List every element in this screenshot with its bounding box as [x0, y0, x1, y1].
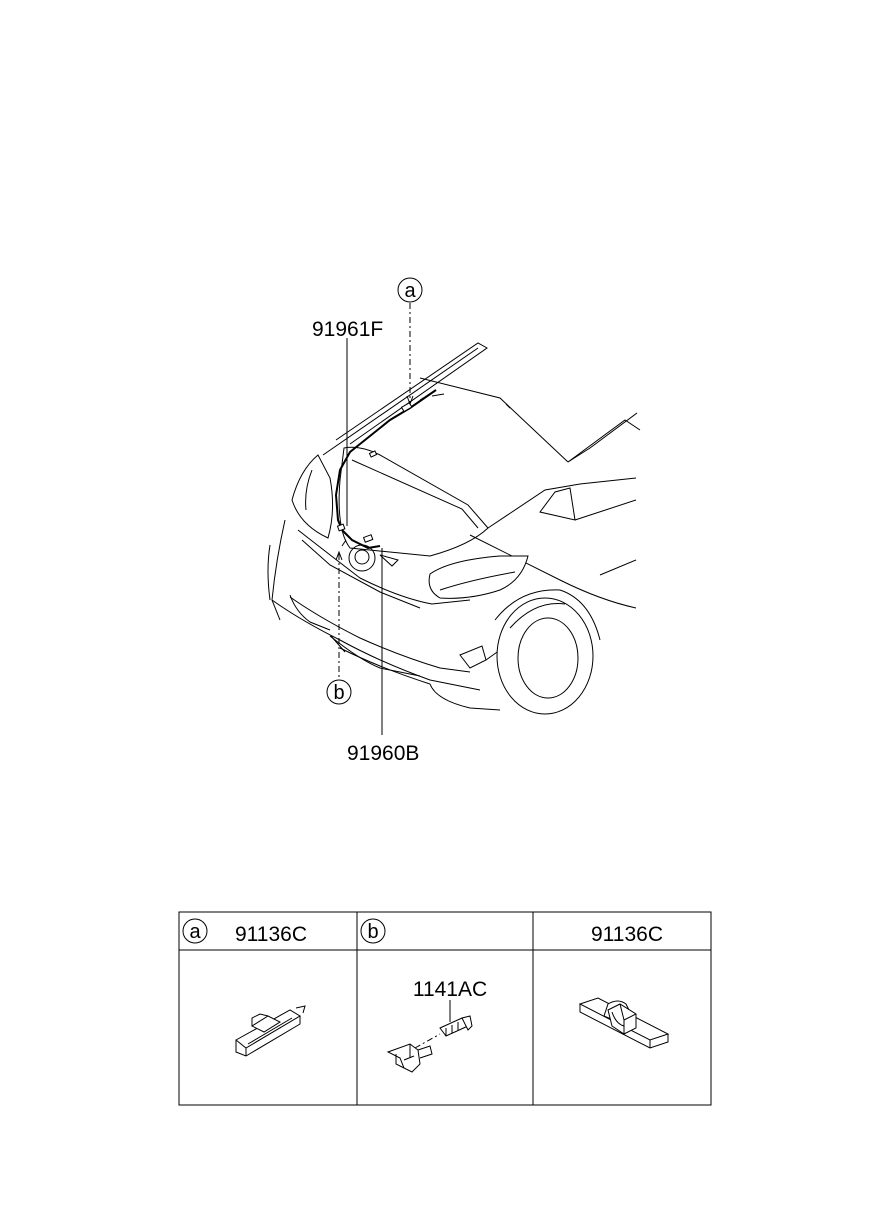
wiring-harness: [334, 389, 445, 550]
part-label-91960B: 91960B: [347, 742, 419, 765]
part-label-91961F: 91961F: [312, 318, 383, 341]
callout-a-letter: a: [404, 280, 416, 302]
table-header-col-3: 91136C: [591, 923, 663, 946]
arrow-callout-a: [406, 395, 414, 406]
table-header-col-1: a 91136C: [182, 918, 307, 946]
bolt-bracket-drawing: 1141AC: [386, 978, 487, 1073]
header-part-91136C-c: 91136C: [591, 923, 663, 946]
callout-b-circle: b: [326, 679, 352, 705]
car-rear-illustration: [267, 342, 641, 715]
callout-a-circle: a: [397, 277, 423, 303]
parts-table: a 91136C b 91136C 1141AC: [178, 911, 712, 1106]
table-frame: [178, 911, 712, 1106]
clip-91136C-drawing: [235, 1005, 306, 1057]
sub-part-1141AC: 1141AC: [413, 978, 487, 1001]
leader-lines: [335, 303, 414, 735]
callout-b-letter: b: [333, 682, 344, 704]
arrow-callout-b: [335, 550, 343, 561]
header-callout-b: b: [367, 921, 378, 943]
table-header-col-2: b: [360, 918, 386, 944]
header-part-91136C-a: 91136C: [235, 923, 307, 946]
clip-91136C-tab-drawing: [578, 997, 670, 1049]
header-callout-a: a: [189, 921, 201, 943]
